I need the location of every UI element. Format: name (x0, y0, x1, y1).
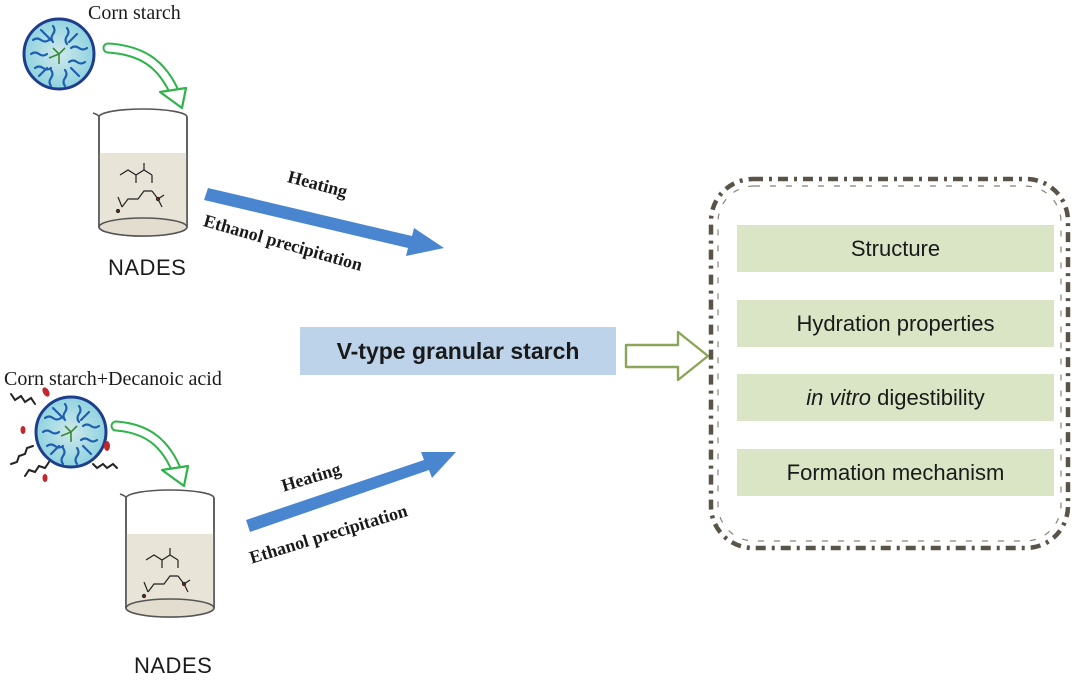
result-label: Formation mechanism (786, 459, 1005, 485)
curved-arrow-icon (102, 42, 188, 110)
starch-label-bottom: Corn starch+Decanoic acid (4, 368, 222, 390)
nades-label-bottom: NADES (134, 653, 213, 678)
curved-arrow-icon (110, 420, 190, 488)
hollow-arrow-icon (624, 330, 710, 382)
product-box: V-type granular starch (300, 327, 616, 375)
blue-arrow-top (204, 188, 444, 256)
result-label: Hydration properties (796, 310, 995, 336)
results-container-border (708, 176, 1071, 551)
result-box-mechanism: Formation mechanism (737, 449, 1054, 496)
starch-granule-decanoic-icon (10, 387, 118, 482)
result-box-digestibility: in vitro digestibility (737, 374, 1054, 421)
product-label: V-type granular starch (336, 337, 580, 364)
starch-granule-icon (22, 17, 96, 91)
starch-label-top: Corn starch (88, 2, 181, 24)
result-box-hydration: Hydration properties (737, 300, 1054, 347)
result-label: Structure (850, 235, 941, 261)
result-box-structure: Structure (737, 225, 1054, 272)
result-label: digestibility (871, 384, 985, 410)
beaker-icon (119, 489, 215, 618)
blue-arrow-bottom (246, 452, 456, 532)
result-label-italic: in vitro (806, 384, 872, 410)
nades-label-top: NADES (108, 255, 187, 280)
